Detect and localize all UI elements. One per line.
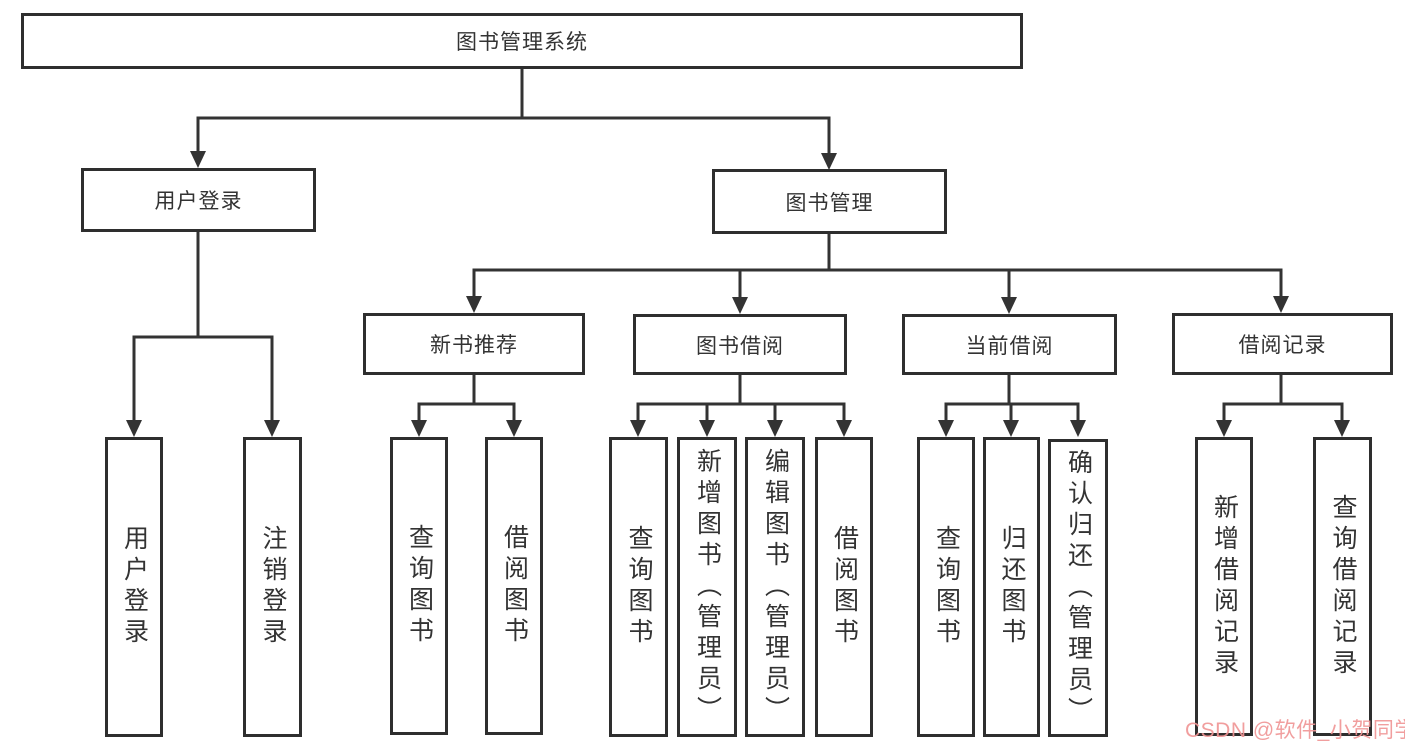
leaf-current-query-books: 查询图书 [917, 437, 975, 737]
leaf-add-books-admin: 新增图书（管理员） [677, 437, 737, 737]
leaf-query-borrow-record: 查询借阅记录 [1313, 437, 1372, 736]
leaf-borrow-query-books: 查询图书 [609, 437, 668, 737]
leaf-user-login: 用户登录 [105, 437, 163, 737]
node-book-borrow: 图书借阅 [633, 314, 847, 375]
node-root: 图书管理系统 [21, 13, 1023, 69]
leaf-borrow-books: 借阅图书 [815, 437, 873, 737]
leaf-return-books: 归还图书 [983, 437, 1040, 737]
leaf-add-borrow-record: 新增借阅记录 [1195, 437, 1253, 736]
node-current-borrow: 当前借阅 [902, 314, 1117, 375]
node-user-login: 用户登录 [81, 168, 316, 232]
leaf-confirm-return-admin: 确认归还（管理员） [1048, 439, 1108, 737]
leaf-edit-books-admin: 编辑图书（管理员） [745, 437, 805, 737]
csdn-watermark: CSDN @软件_小贺同学 [1185, 719, 1405, 742]
leaf-recommend-query-books: 查询图书 [390, 437, 448, 735]
leaf-recommend-borrow-books: 借阅图书 [485, 437, 543, 735]
node-borrow-records: 借阅记录 [1172, 313, 1393, 375]
leaf-logout: 注销登录 [243, 437, 302, 737]
node-new-book-recommend: 新书推荐 [363, 313, 585, 375]
node-book-management: 图书管理 [712, 169, 947, 234]
